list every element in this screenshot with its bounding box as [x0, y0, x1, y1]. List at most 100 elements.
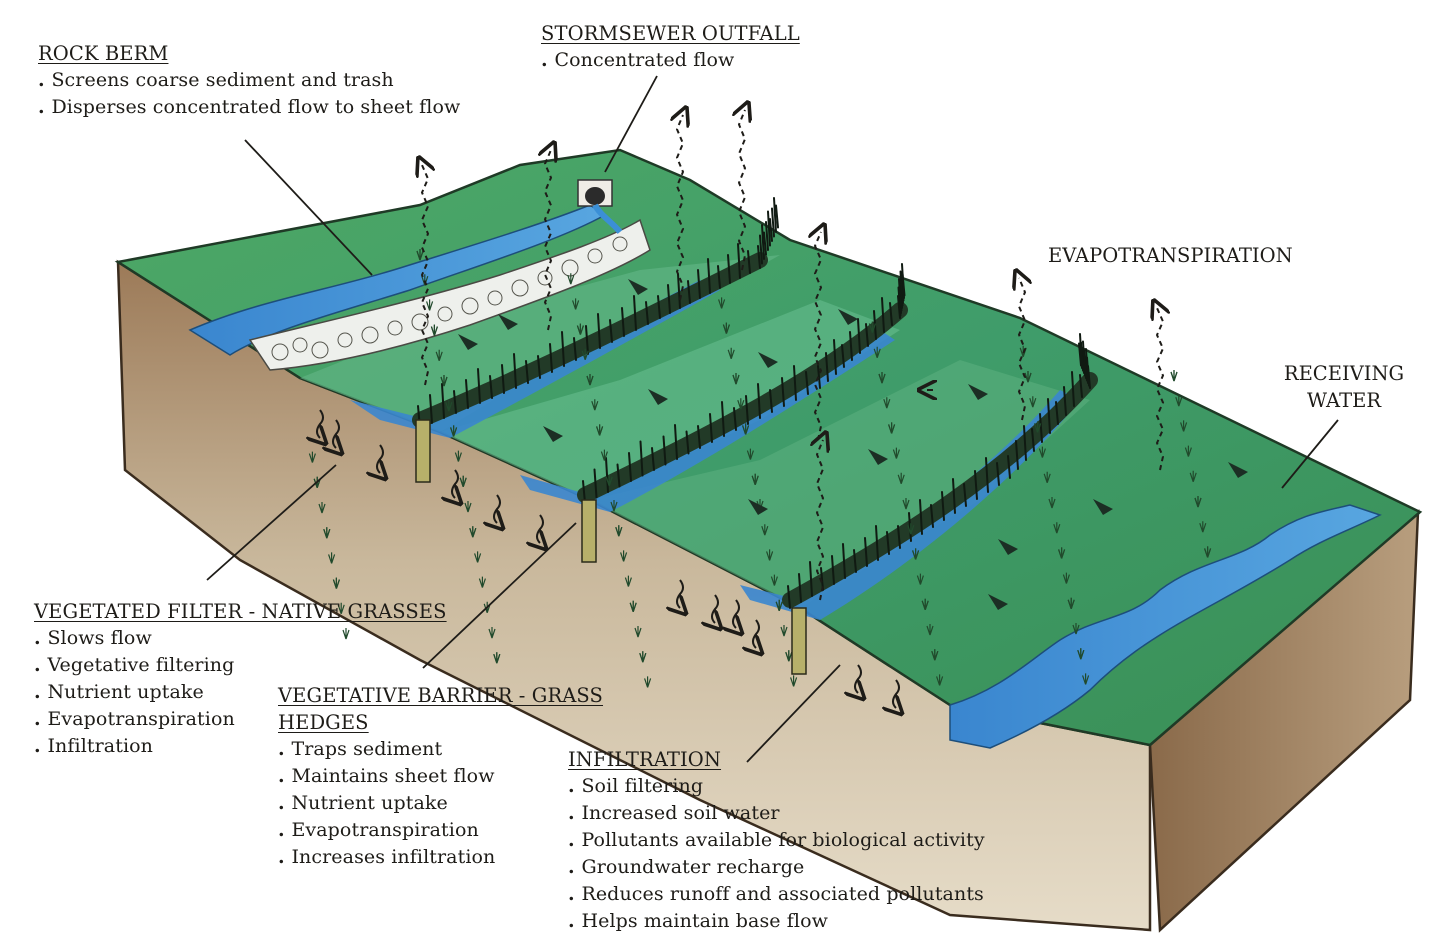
grass-tuft — [620, 550, 628, 562]
infiltration-arrows — [317, 409, 899, 708]
hedge-blade — [525, 360, 529, 384]
grass-tuft — [1175, 395, 1183, 407]
flow-arrow — [648, 389, 668, 405]
grass-tuft — [766, 549, 774, 561]
grass-tuft — [610, 500, 618, 512]
hedge-blade — [805, 371, 809, 395]
hedge-blade — [667, 284, 671, 314]
grass-tuft — [308, 451, 316, 463]
grass-tuft — [1038, 446, 1046, 458]
evapotranspiration-arrows — [422, 110, 1163, 601]
grass-tuft — [332, 577, 340, 589]
hedge-blade — [662, 435, 667, 466]
grass-tuft — [450, 425, 458, 437]
hedge-blade — [501, 364, 505, 394]
grass-tuft — [1180, 420, 1188, 432]
grass-tuft — [1053, 522, 1061, 534]
infiltration-arrow — [452, 469, 458, 498]
hedge-blade — [864, 537, 868, 567]
grass-tuft — [868, 321, 876, 333]
hedge-blade — [881, 297, 885, 333]
grass-tuft — [742, 423, 750, 435]
grass-tuft — [770, 574, 778, 586]
grass-tuft — [572, 298, 580, 310]
evapotranspiration-arrow — [739, 110, 745, 271]
grass-tuft — [907, 523, 915, 535]
grass-tuft — [1082, 673, 1090, 685]
surface-flow-arrows — [458, 279, 1248, 610]
hedge-blade — [697, 269, 701, 299]
grass-tuft — [926, 624, 934, 636]
hedge-blade — [985, 457, 989, 493]
hedge-blade — [781, 377, 785, 407]
flow-arrow — [998, 539, 1018, 555]
infiltration-arrow — [317, 409, 323, 438]
rock-berm — [248, 218, 651, 371]
hedge-blade — [1039, 413, 1043, 443]
grass-tuft — [416, 249, 424, 261]
hedge-blade — [453, 390, 457, 414]
channel-3 — [740, 390, 1080, 620]
evapotranspiration-arrow — [815, 232, 821, 441]
grass-tuft — [615, 525, 623, 537]
grass-tuft — [912, 548, 920, 560]
grass-tuft — [746, 448, 754, 460]
hedge-blade — [817, 365, 821, 389]
flow-arrow — [838, 309, 858, 325]
hedge-blade — [633, 295, 637, 331]
infiltration-arrow — [893, 679, 899, 708]
stormsewer-label: STORMSEWER OUTFALL Concentrated flow — [541, 20, 800, 74]
vegetated-filter-item: Nutrient uptake — [34, 679, 447, 706]
hedge-blade — [875, 525, 879, 561]
grass-tuft — [780, 625, 788, 637]
vegetative-barrier-item: Traps sediment — [278, 736, 603, 763]
hedge-blade — [765, 221, 769, 251]
grass-tuft — [567, 273, 575, 285]
hedge-blade — [889, 302, 893, 326]
hedge-blade — [674, 424, 678, 460]
grass-tuft — [323, 527, 331, 539]
grass-tuft — [1199, 521, 1207, 533]
flow-arrow — [498, 314, 518, 330]
hedge-blade — [733, 407, 737, 431]
grass-tuft — [931, 649, 939, 661]
grass-tuft — [892, 447, 900, 459]
grass-tuft — [1029, 396, 1037, 408]
infiltration-item: Soil filtering — [568, 773, 985, 800]
grass-tuft — [629, 600, 637, 612]
infiltration-arrow — [537, 514, 543, 543]
infiltration-arrow — [733, 599, 739, 628]
flow-arrow — [458, 334, 478, 350]
berm-stones — [271, 236, 628, 361]
evapotranspiration-arrow — [1019, 278, 1025, 421]
grass-tuft — [469, 526, 477, 538]
hedge-blade — [721, 401, 725, 437]
vegetated-filter-item: Evapotranspiration — [34, 706, 447, 733]
evapotranspiration-arrow — [545, 150, 551, 331]
hedge-blade — [1015, 440, 1019, 470]
hedge-blade — [769, 389, 773, 413]
hedge-blade — [798, 573, 802, 603]
hedge-blade — [974, 470, 978, 500]
infiltration-label: INFILTRATION Soil filtering Increased so… — [568, 746, 985, 935]
hedge-blade — [561, 331, 565, 367]
hedge-blade — [651, 447, 655, 471]
grass-tuft — [1204, 546, 1212, 558]
hedge-blade — [593, 468, 598, 499]
infiltration-arrow — [677, 579, 683, 608]
grass-tuft — [639, 651, 647, 663]
hedge-blade — [775, 204, 779, 229]
receiving-water-label: RECEIVING WATER — [1282, 360, 1406, 414]
infiltration-item: Helps maintain base flow — [568, 908, 985, 935]
grass-tuft — [634, 626, 642, 638]
hedge-blade — [853, 549, 857, 573]
rock-berm-item: Disperses concentrated flow to sheet flo… — [38, 94, 460, 121]
evapotranspiration-arrow — [677, 115, 683, 301]
flow-arrow — [1228, 462, 1248, 478]
hedge-blade — [831, 555, 835, 585]
hedge-blade — [865, 323, 869, 347]
grass-tuft — [493, 652, 501, 664]
vegetative-barrier-label: VEGETATIVE BARRIER - GRASS HEDGES Traps … — [278, 682, 603, 871]
hedge-blade — [645, 301, 649, 325]
hedge-blade — [513, 353, 517, 389]
